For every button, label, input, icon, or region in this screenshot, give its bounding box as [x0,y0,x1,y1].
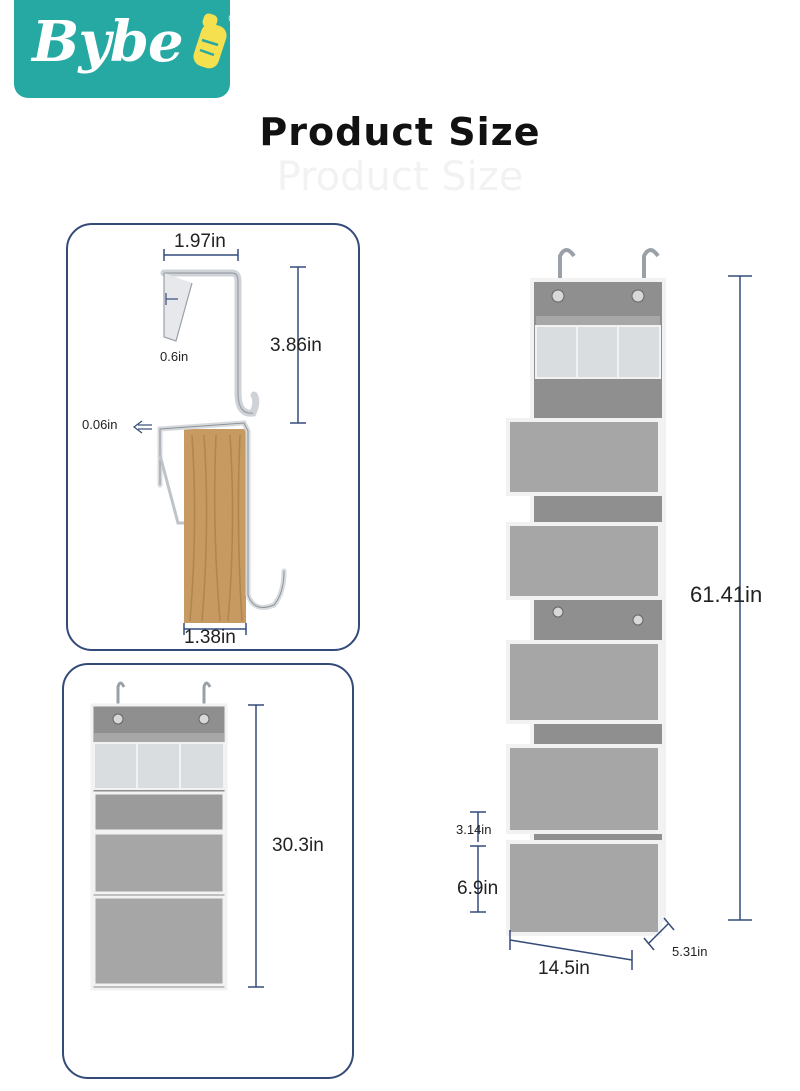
small-organizer-panel: 30.3in [62,663,354,1079]
hook-height-label: 3.86in [270,335,322,356]
page-title-shadow: Product Size [276,154,524,200]
hook-panel: 1.97in 0.6in 3.86in 0.06in 1.38in [66,223,360,651]
page-title: Product Size [259,110,541,154]
pocket-gap-label: 3.14in [456,822,492,837]
hook-thickness-label: 0.06in [82,417,118,432]
hook-lip-label: 0.6in [160,349,189,364]
total-height-label: 61.41in [690,582,763,607]
hook-illustration [133,249,306,635]
hook-width-label: 1.97in [174,231,226,252]
depth-label: 5.31in [672,944,708,959]
logo-text: Bybe [32,9,184,75]
registered-mark: ® [227,12,240,27]
door-thickness-label: 1.38in [184,627,236,648]
bottle-icon [193,13,227,69]
small-organizer-height-label: 30.3in [272,835,324,856]
pocket-height-label: 6.9in [457,878,499,899]
brand-logo: Bybe ® [14,0,240,98]
small-organizer-illustration [90,681,264,991]
width-label: 14.5in [538,958,590,979]
